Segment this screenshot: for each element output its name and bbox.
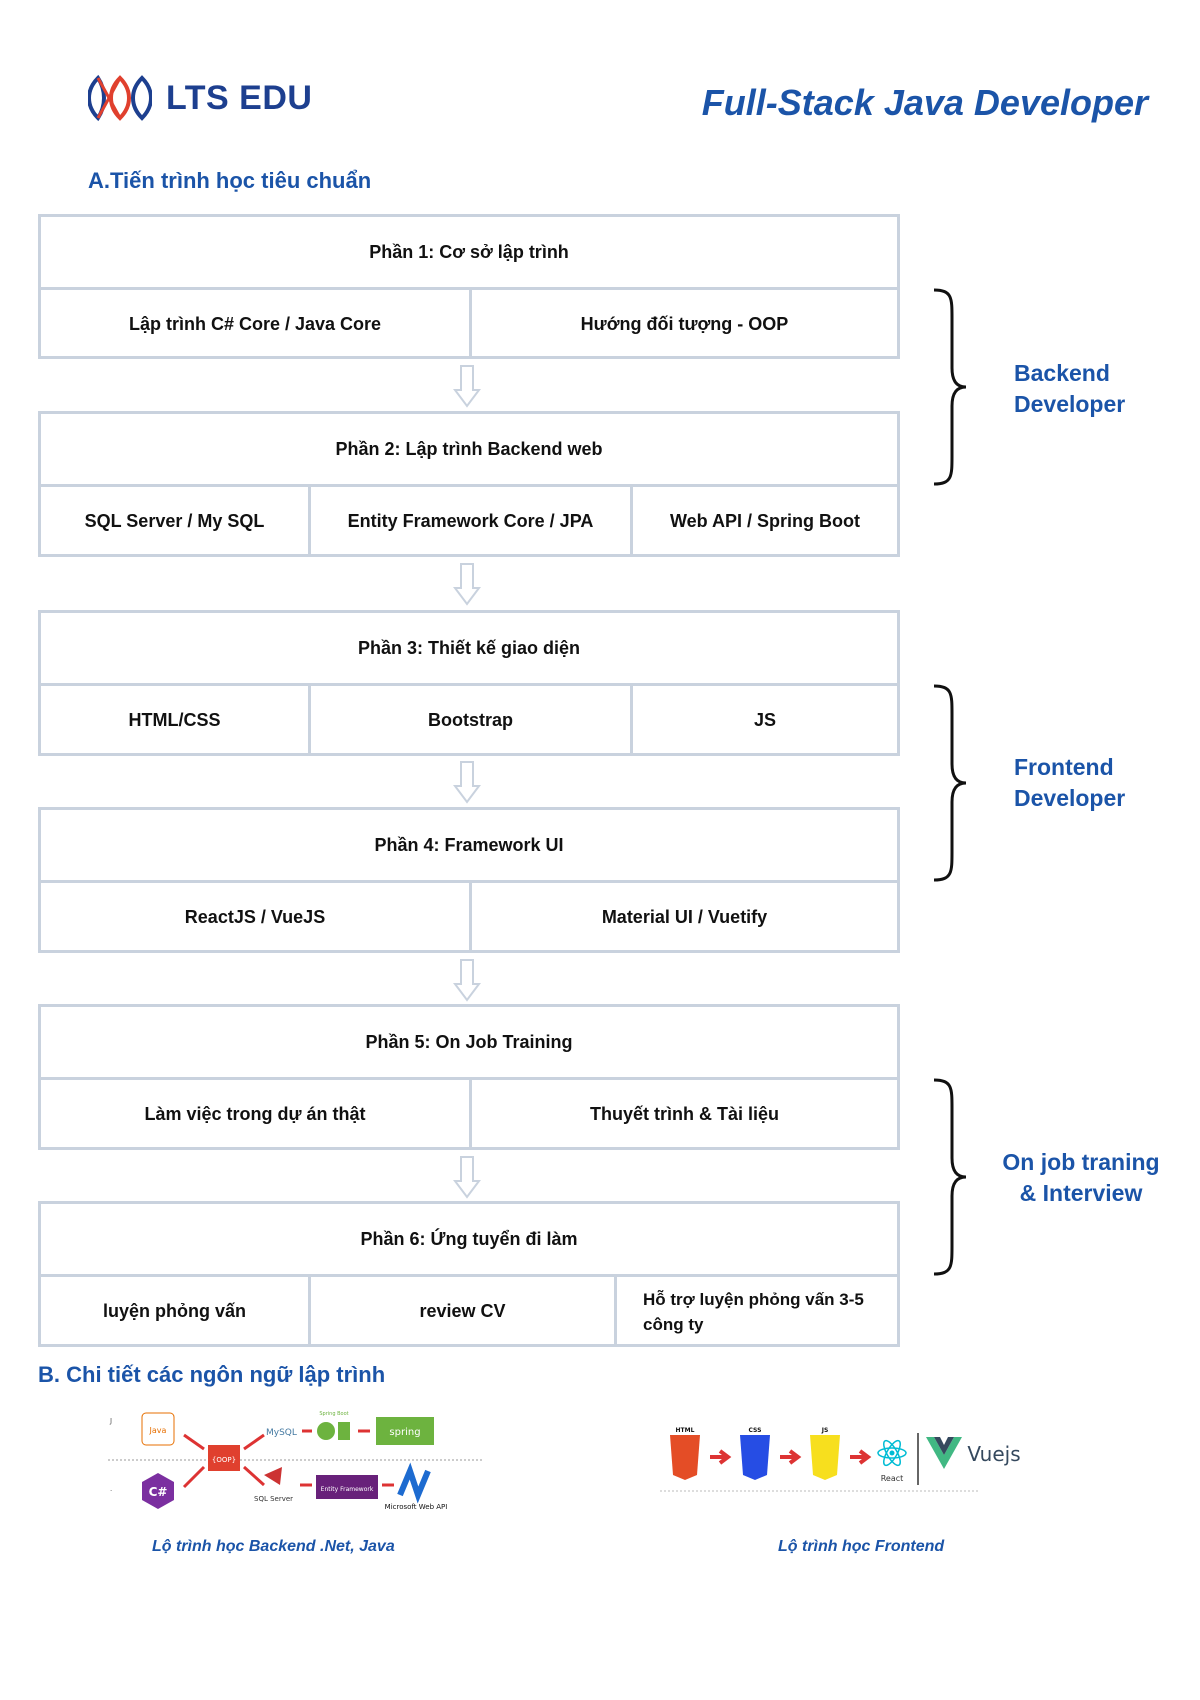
phase-3-title: Phần 3: Thiết kế giao diện: [41, 613, 897, 686]
lts-logo-icon: [88, 74, 152, 122]
phase-3-block: Phần 3: Thiết kế giao diện HTML/CSS Boot…: [38, 610, 900, 756]
java-icon: Java: [141, 1412, 175, 1446]
html-icon: HTML: [670, 1427, 700, 1480]
down-arrow-icon: [453, 365, 481, 408]
phase-5-title: Phần 5: On Job Training: [41, 1007, 897, 1080]
phase-1-block: Phần 1: Cơ sở lập trình Lập trình C# Cor…: [38, 214, 900, 359]
web-api-icon: Microsoft Web API: [385, 1462, 448, 1511]
vue-icon: Vuejs: [926, 1437, 1021, 1469]
section-b-title: B. Chi tiết các ngôn ngữ lập trình: [38, 1362, 386, 1387]
phase-6-item: review CV: [311, 1277, 617, 1346]
phase-5-block: Phần 5: On Job Training Làm việc trong d…: [38, 1004, 900, 1150]
svg-text:Java: Java: [149, 1426, 167, 1435]
frontend-roadmap-image: HTML CSS JS React Vuejs: [660, 1427, 1021, 1492]
frontend-caption: Lộ trình học Frontend: [778, 1538, 945, 1555]
logo: LTS EDU: [88, 70, 312, 126]
phase-1-title: Phần 1: Cơ sở lập trình: [41, 217, 897, 290]
phase-6-block: Phần 6: Ứng tuyển đi làm luyện phỏng vấn…: [38, 1201, 900, 1347]
backend-caption: Lộ trình học Backend .Net, Java: [152, 1538, 395, 1555]
document-title: Full-Stack Java Developer: [701, 82, 1148, 123]
right-brace-icon: [933, 288, 967, 486]
sql-server-icon: SQL Server: [254, 1467, 293, 1503]
mysql-icon: MySQL: [266, 1428, 297, 1438]
logo-text: LTS EDU: [166, 78, 313, 117]
right-brace-icon: [933, 1078, 967, 1276]
phase-5-item: Thuyết trình & Tài liệu: [589, 1104, 779, 1124]
csharp-icon: C#: [142, 1473, 174, 1509]
svg-text:MySQL: MySQL: [266, 1428, 297, 1438]
svg-text:React: React: [881, 1474, 904, 1483]
backend-roadmap-image: J . Java C# {OOP} MySQL Spring Boot spri…: [108, 1411, 484, 1511]
svg-text:Vuejs: Vuejs: [967, 1442, 1020, 1466]
phase-2-item: Web API / Spring Boot: [670, 511, 860, 531]
phase-2-item: Entity Framework Core / JPA: [311, 487, 633, 556]
js-icon: JS: [810, 1427, 840, 1480]
phase-4-block: Phần 4: Framework UI ReactJS / VueJS Mat…: [38, 807, 900, 953]
phase-1-item: Hướng đối tượng - OOP: [580, 314, 789, 334]
svg-text:J: J: [109, 1417, 112, 1425]
down-arrow-icon: [453, 959, 481, 1002]
entity-framework-icon: Entity Framework: [316, 1475, 378, 1499]
phase-3-item: JS: [753, 710, 777, 730]
svg-text:HTML: HTML: [676, 1427, 695, 1434]
css-icon: CSS: [740, 1427, 770, 1480]
phase-2-title: Phần 2: Lập trình Backend web: [41, 414, 897, 487]
phase-6-title: Phần 6: Ứng tuyển đi làm: [41, 1204, 897, 1277]
svg-text:JS: JS: [821, 1427, 829, 1434]
group-label-onjob: On job traning& Interview: [1002, 1149, 1160, 1206]
svg-text:spring: spring: [389, 1427, 420, 1438]
section-a-title: A.Tiến trình học tiêu chuẩn: [88, 168, 372, 193]
svg-text:Microsoft Web API: Microsoft Web API: [385, 1503, 448, 1511]
svg-text:SQL Server: SQL Server: [254, 1495, 293, 1503]
phase-4-title: Phần 4: Framework UI: [41, 810, 897, 883]
phase-1-item: Lập trình C# Core / Java Core: [41, 290, 472, 359]
phase-6-item: Hỗ trợ luyện phỏng vấn 3-5 công ty: [643, 1289, 864, 1334]
spring-boot-icon: Spring Boot: [317, 1411, 350, 1440]
phase-3-item: Bootstrap: [311, 686, 633, 755]
phase-2-item: SQL Server / My SQL: [41, 487, 311, 556]
phase-4-item: Material UI / Vuetify: [601, 907, 768, 927]
down-arrow-icon: [453, 563, 481, 606]
phase-4-item: ReactJS / VueJS: [41, 883, 472, 952]
phase-5-item: Làm việc trong dự án thật: [41, 1080, 472, 1149]
svg-text:Spring Boot: Spring Boot: [319, 1411, 348, 1417]
oop-icon: {OOP}: [208, 1445, 240, 1471]
phase-2-block: Phần 2: Lập trình Backend web SQL Server…: [38, 411, 900, 557]
svg-text:C#: C#: [149, 1485, 168, 1499]
spring-icon: spring: [376, 1417, 434, 1445]
svg-text:CSS: CSS: [749, 1427, 762, 1434]
down-arrow-icon: [453, 761, 481, 804]
react-icon: React: [877, 1439, 907, 1483]
right-brace-icon: [933, 684, 967, 882]
svg-text:Entity Framework: Entity Framework: [321, 1486, 374, 1493]
phase-3-item: HTML/CSS: [41, 686, 311, 755]
phase-6-item: luyện phỏng vấn: [41, 1277, 311, 1346]
svg-text:.: .: [110, 1485, 112, 1493]
svg-text:{OOP}: {OOP}: [212, 1456, 236, 1464]
down-arrow-icon: [453, 1156, 481, 1199]
